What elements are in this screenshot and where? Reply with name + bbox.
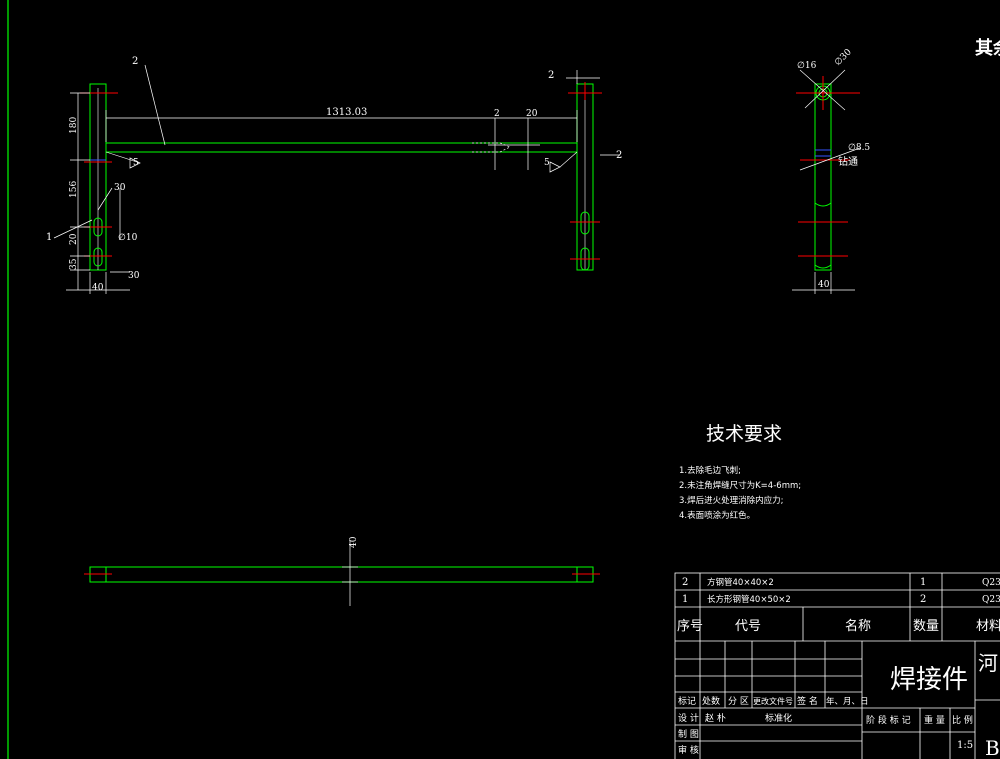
rev-label-zone: 分 区: [728, 696, 749, 707]
requirement-1: 1.去除毛边飞刺;: [679, 465, 741, 476]
bom-row-2-qty: 2: [920, 594, 926, 605]
balloon-2-front: 2: [132, 56, 138, 67]
side-tube: [814, 83, 832, 271]
weld-5b-label: 5: [544, 158, 550, 168]
bom-row-1-mat: Q235: [982, 578, 1000, 588]
requirement-2: 2.未注角焊缝尺寸为K=4-6mm;: [679, 480, 801, 491]
bom-row-2-no: 1: [682, 594, 688, 605]
bom-row-2-name: 长方形钢管40×50×2: [707, 594, 791, 605]
sheet-letter: B: [985, 736, 1000, 759]
s20-label: 20: [69, 233, 79, 245]
gap-20-label: 20: [526, 109, 538, 119]
bom-header-mat: 材料: [976, 619, 1000, 634]
stage-label: 阶 段 标 记: [866, 714, 911, 726]
corner-2a-label: 2: [548, 70, 554, 81]
bom-row-1-no: 2: [682, 577, 688, 588]
w40-top-label: 40: [349, 536, 359, 548]
bom-row-1-qty: 1: [920, 577, 926, 588]
bom-text: 2 方钢管40×40×2 1 Q235 1 长方形钢管40×50×2 2 Q23…: [677, 577, 1000, 634]
balloon-1-front: 1: [46, 232, 52, 243]
design-label: 设 计: [678, 712, 699, 724]
scale-value: 1:5: [957, 740, 973, 751]
company-name: 河: [978, 651, 998, 675]
requirement-4: 4.表面喷涂为红色。: [679, 510, 755, 521]
phi16-label: ∅16: [797, 61, 817, 71]
tech-requirements: 技术要求 1.去除毛边飞刺; 2.未注角焊缝尺寸为K=4-6mm; 3.焊后进火…: [679, 423, 801, 521]
bom-header-qty: 数量: [913, 619, 939, 634]
bom-header-name: 名称: [845, 618, 871, 634]
designer-name: 赵 朴: [705, 712, 726, 724]
top-view: 40: [84, 536, 600, 606]
rev-label-doc: 更改文件号: [753, 696, 793, 706]
bom-row-2-mat: Q235: [982, 595, 1000, 605]
part-name: 焊接件: [890, 665, 968, 695]
h180-label: 180: [69, 117, 79, 134]
s30-label: 30: [128, 271, 140, 281]
phi10-label: ∅10: [118, 233, 138, 243]
title-block-text: 焊接件 河 标记 处数 分 区 更改文件号 签 名 年、月、日 设 计 赵 朴 …: [678, 651, 1000, 759]
s35-label: 35: [69, 258, 79, 270]
bom-row-1-name: 方钢管40×40×2: [707, 577, 774, 588]
review-label: 审 核: [678, 744, 699, 756]
scale-label: 比 例: [952, 714, 973, 726]
gap-2-label: 2: [494, 109, 500, 119]
weight-label: 重 量: [924, 714, 945, 726]
phi30-label: ∅30: [833, 47, 854, 68]
corner-title: 其余: [975, 37, 1000, 59]
bom-header-code: 代号: [735, 619, 761, 634]
front-view: 1313.03 2 1 2 20 2 2 5 5 30 ∅10 30 40 18…: [46, 56, 622, 294]
requirement-3: 3.焊后进火处理消除内应力;: [679, 495, 783, 506]
w40-side-label: 40: [818, 280, 830, 290]
weld-5a-label: 5: [133, 158, 139, 168]
bom-header-no: 序号: [677, 619, 703, 634]
standard-label: 标准化: [765, 712, 792, 724]
draw-label: 制 图: [678, 728, 699, 740]
crossbar: [105, 142, 578, 153]
h156-label: 156: [69, 181, 79, 198]
rev-label-count: 处数: [702, 695, 720, 707]
r30-label: 30: [114, 183, 126, 193]
rev-label-sign: 签 名: [797, 695, 818, 707]
corner-2b-label: 2: [616, 150, 622, 161]
top-tube: [89, 566, 594, 583]
rev-label-mark: 标记: [678, 695, 696, 707]
title-block: [674, 572, 1000, 759]
phi85-label: ∅8.5: [848, 143, 870, 153]
w40-front-label: 40: [92, 283, 104, 293]
drill-through-label: 钻通: [838, 155, 858, 168]
requirements-heading: 技术要求: [706, 423, 782, 445]
side-view: ∅16 ∅30 ∅8.5 钻通 40: [792, 47, 870, 294]
span-length-label: 1313.03: [326, 107, 367, 118]
rev-label-date: 年、月、日: [826, 696, 869, 707]
